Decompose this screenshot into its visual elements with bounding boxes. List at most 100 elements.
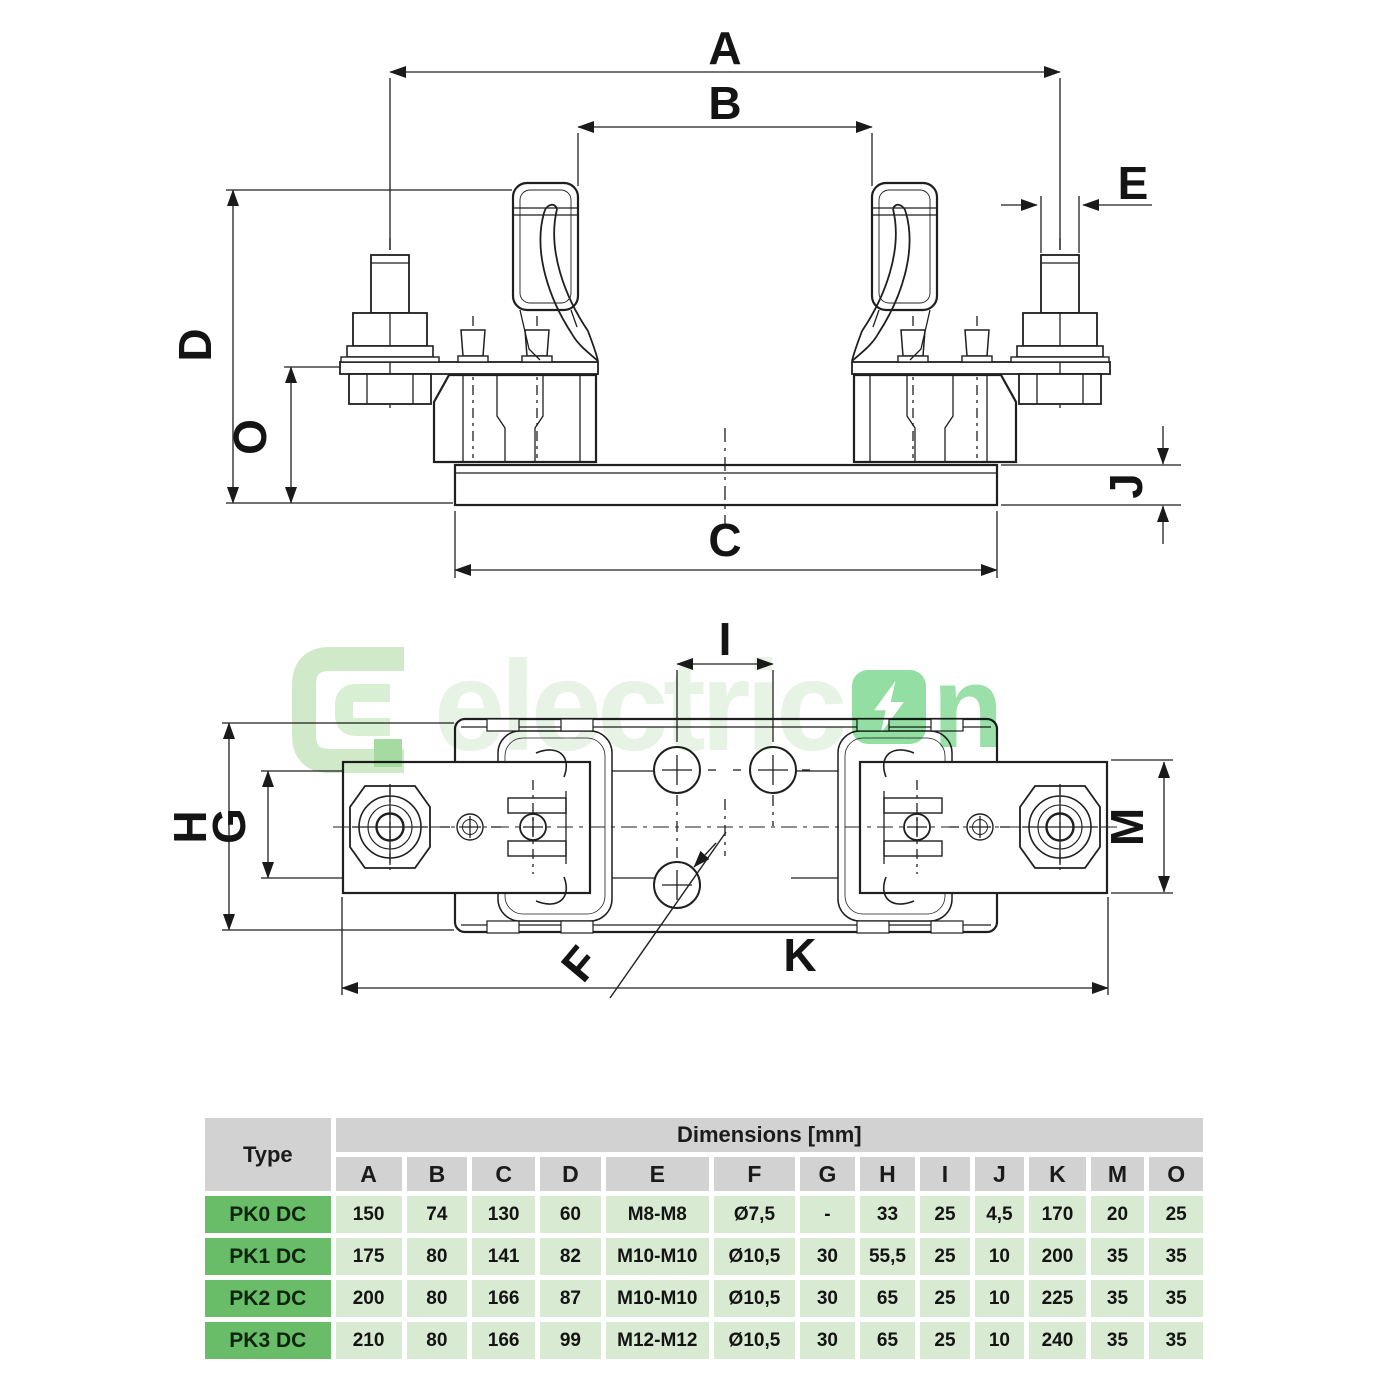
- front-left-assembly: [339, 181, 599, 464]
- col-M: M: [1090, 1157, 1145, 1191]
- mounting-holes: [653, 746, 810, 909]
- col-B: B: [406, 1157, 468, 1191]
- dim-cell: Ø7,5: [713, 1196, 796, 1233]
- terminal-bolt-front: [340, 238, 440, 412]
- dim-cell: 175: [335, 1238, 402, 1275]
- front-view: A B E D O C J: [169, 22, 1181, 578]
- dim-cell: 130: [472, 1196, 536, 1233]
- base-plate-front: [453, 463, 999, 507]
- dim-cell: 240: [1029, 1322, 1086, 1359]
- dim-cell: 35: [1090, 1238, 1145, 1275]
- dim-cell: M10-M10: [605, 1238, 709, 1275]
- dim-cell: 87: [540, 1280, 601, 1317]
- dim-cell: 74: [406, 1196, 468, 1233]
- dim-cell: 35: [1149, 1280, 1203, 1317]
- technical-drawing: A B E D O C J: [164, 22, 1181, 999]
- dim-cell: 166: [472, 1322, 536, 1359]
- dim-label-F: F: [551, 936, 609, 991]
- dim-label-B: B: [708, 77, 741, 129]
- col-D: D: [540, 1157, 601, 1191]
- type-badge: PK1 DC: [205, 1238, 331, 1275]
- col-F: F: [713, 1157, 796, 1191]
- dim-label-C: C: [708, 514, 741, 566]
- col-A: A: [335, 1157, 402, 1191]
- type-badge: PK0 DC: [205, 1196, 331, 1233]
- dim-cell: 225: [1029, 1280, 1086, 1317]
- dim-label-M: M: [1101, 808, 1153, 846]
- dim-cell: 55,5: [859, 1238, 916, 1275]
- dim-cell: 20: [1090, 1196, 1145, 1233]
- front-dimensions: [226, 65, 1181, 578]
- fixing-screws-front: [457, 329, 553, 363]
- dim-cell: 99: [540, 1322, 601, 1359]
- dim-cell: M8-M8: [605, 1196, 709, 1233]
- dim-cell: 25: [920, 1280, 970, 1317]
- dim-label-K: K: [783, 929, 816, 981]
- fuse-clip-plan: [507, 749, 568, 905]
- dim-cell: 10: [974, 1280, 1025, 1317]
- table-row-pk0: PK0 DC 150 74 130 60 M8-M8 Ø7,5 - 33 25 …: [205, 1196, 1203, 1233]
- dim-cell: 170: [1029, 1196, 1086, 1233]
- dimension-table: Type Dimensions [mm] A B C D E F G H I J…: [200, 1113, 1208, 1364]
- column-letter-row: A B C D E F G H I J K M O: [205, 1157, 1203, 1191]
- dim-cell: 25: [920, 1322, 970, 1359]
- dim-cell: 35: [1090, 1280, 1145, 1317]
- dim-cell: 200: [1029, 1238, 1086, 1275]
- dim-label-J: J: [1100, 473, 1152, 499]
- dim-cell: 141: [472, 1238, 536, 1275]
- dim-cell: 35: [1149, 1238, 1203, 1275]
- col-I: I: [920, 1157, 970, 1191]
- dim-label-D: D: [169, 328, 221, 361]
- dim-cell: 60: [540, 1196, 601, 1233]
- plan-left-assembly: [341, 718, 659, 934]
- dimensions-group-header: Dimensions [mm]: [335, 1118, 1203, 1152]
- dim-cell: M12-M12: [605, 1322, 709, 1359]
- type-badge: PK2 DC: [205, 1280, 331, 1317]
- table-row-pk2: PK2 DC 200 80 166 87 M10-M10 Ø10,5 30 65…: [205, 1280, 1203, 1317]
- dim-cell: 25: [920, 1196, 970, 1233]
- dim-cell: 80: [406, 1322, 468, 1359]
- dim-cell: 150: [335, 1196, 402, 1233]
- dim-cell: 30: [800, 1322, 855, 1359]
- dim-cell: 33: [859, 1196, 916, 1233]
- col-E: E: [605, 1157, 709, 1191]
- dim-label-O: O: [224, 419, 276, 455]
- dim-cell: 82: [540, 1238, 601, 1275]
- col-C: C: [472, 1157, 536, 1191]
- dim-cell: 10: [974, 1238, 1025, 1275]
- dim-cell: 166: [472, 1280, 536, 1317]
- dim-cell: 80: [406, 1280, 468, 1317]
- dim-cell: 30: [800, 1238, 855, 1275]
- dim-cell: Ø10,5: [713, 1280, 796, 1317]
- table-row-pk3: PK3 DC 210 80 166 99 M12-M12 Ø10,5 30 65…: [205, 1322, 1203, 1359]
- dim-cell: 80: [406, 1238, 468, 1275]
- dim-cell: 65: [859, 1322, 916, 1359]
- dim-cell: -: [800, 1196, 855, 1233]
- dim-label-I: I: [719, 613, 732, 665]
- dim-cell: 25: [920, 1238, 970, 1275]
- col-G: G: [800, 1157, 855, 1191]
- fuse-clip-front: [511, 181, 599, 362]
- col-K: K: [1029, 1157, 1086, 1191]
- col-H: H: [859, 1157, 916, 1191]
- dim-cell: 25: [1149, 1196, 1203, 1233]
- dim-cell: 10: [974, 1322, 1025, 1359]
- dim-cell: Ø10,5: [713, 1322, 796, 1359]
- col-O: O: [1149, 1157, 1203, 1191]
- type-header: Type: [205, 1118, 331, 1191]
- type-badge: PK3 DC: [205, 1322, 331, 1359]
- plan-dimensions: [222, 657, 1173, 999]
- dim-cell: 4,5: [974, 1196, 1025, 1233]
- col-J: J: [974, 1157, 1025, 1191]
- dim-cell: 30: [800, 1280, 855, 1317]
- dim-label-G: G: [203, 808, 255, 844]
- dim-cell: 200: [335, 1280, 402, 1317]
- plan-view: I H G M K F: [164, 613, 1173, 999]
- dim-label-H: H: [164, 810, 216, 843]
- dim-cell: 35: [1090, 1322, 1145, 1359]
- dim-cell: Ø10,5: [713, 1238, 796, 1275]
- table-row-pk1: PK1 DC 175 80 141 82 M10-M10 Ø10,5 30 55…: [205, 1238, 1203, 1275]
- dim-label-A: A: [708, 22, 741, 74]
- dim-cell: 35: [1149, 1322, 1203, 1359]
